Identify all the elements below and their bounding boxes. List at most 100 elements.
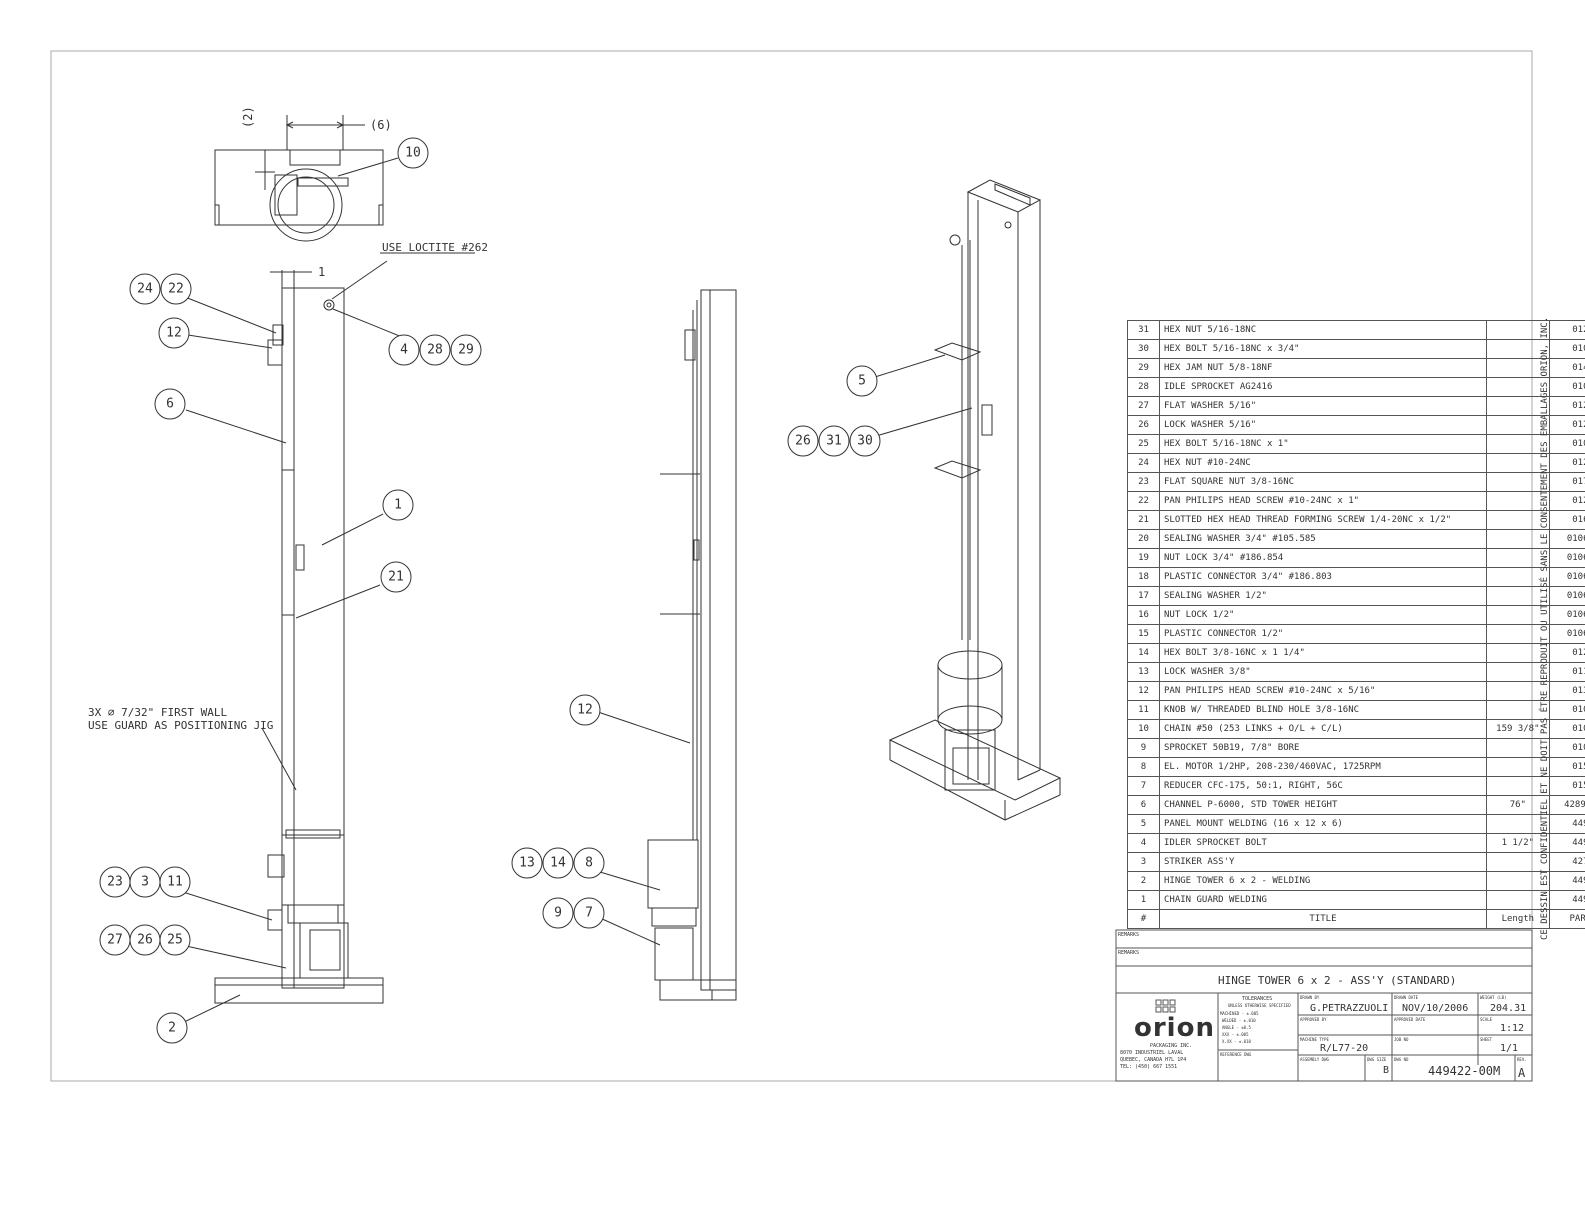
bom-item-title: HEX NUT 5/16-18NC	[1159, 320, 1487, 340]
bom-item-title: REDUCER CFC-175, 50:1, RIGHT, 56C	[1159, 776, 1487, 796]
balloon-25	[159, 924, 191, 956]
balloon-30	[849, 425, 881, 457]
balloon-11	[159, 866, 191, 898]
callout-21: 21	[388, 570, 404, 585]
drawn-by: G.PETRAZZUOLI	[1310, 1003, 1389, 1014]
callout-12a: 12	[166, 326, 182, 341]
balloon-1	[382, 489, 414, 521]
bom-item-part-no: 449571	[1548, 833, 1585, 853]
bom-item-title: CHAIN #50 (253 LINKS + O/L + C/L)	[1159, 719, 1487, 739]
bom-item-title: PLASTIC CONNECTOR 3/4" #186.803	[1159, 567, 1487, 587]
bom-item-number: 10	[1127, 719, 1160, 739]
machine-type: R/L77-20	[1320, 1043, 1369, 1054]
bom-item-number: 19	[1127, 548, 1160, 568]
tolerances-heading: TOLERANCES	[1242, 996, 1273, 1002]
bom-item-part-no: 449585	[1548, 890, 1585, 910]
balloon-9	[542, 897, 574, 929]
bom-item-number: 15	[1127, 624, 1160, 644]
bom-item-title: STRIKER ASS'Y	[1159, 852, 1487, 872]
bom-item-title: PAN PHILIPS HEAD SCREW #10-24NC x 1"	[1159, 491, 1487, 511]
balloon-8	[573, 847, 605, 879]
bom-item-number: 12	[1127, 681, 1160, 701]
bom-item-part-no: 010695-3	[1548, 529, 1585, 549]
callout-2: 2	[168, 1021, 176, 1036]
dwg-size: B	[1383, 1065, 1390, 1076]
bom-item-number: 29	[1127, 358, 1160, 378]
bom-header-part-no: PART NO	[1548, 909, 1585, 929]
remarks-2: REMARKS	[1118, 950, 1140, 956]
bom-item-part-no: 013463	[1548, 681, 1585, 701]
dwg-no: 449422-00M	[1428, 1064, 1501, 1078]
bom-item-part-no: 010650-3	[1548, 586, 1585, 606]
logo-mark	[1155, 999, 1176, 1013]
bom-header-title: TITLE	[1159, 909, 1487, 929]
balloon-7	[573, 897, 605, 929]
bom-item-number: 14	[1127, 643, 1160, 663]
tolerance-4: XXX - ±.005	[1222, 1032, 1249, 1037]
note-loctite: USE LOCTITE #262	[382, 241, 488, 254]
weight: 204.31	[1490, 1003, 1527, 1014]
confidentiality-note: CE DESSIN EST CONFIDENTIEL ET NE DOIT PA…	[1540, 316, 1550, 940]
bom-item-number: 18	[1127, 567, 1160, 587]
bom-item-title: SLOTTED HEX HEAD THREAD FORMING SCREW 1/…	[1159, 510, 1487, 530]
bom-item-title: FLAT SQUARE NUT 3/8-16NC	[1159, 472, 1487, 492]
sheet: 1/1	[1500, 1043, 1519, 1054]
tolerance-2: WELDED - ±.010	[1222, 1018, 1256, 1023]
bom-item-title: CHANNEL P-6000, STD TOWER HEIGHT	[1159, 795, 1487, 815]
balloon-4	[388, 334, 420, 366]
balloon-2	[156, 1012, 188, 1044]
callout-31: 31	[826, 434, 842, 449]
bom-item-part-no: 010235	[1548, 738, 1585, 758]
tolerance-1: MACHINED - ±.005	[1220, 1011, 1259, 1016]
bom-item-number: 3	[1127, 852, 1160, 872]
bom-item-number: 16	[1127, 605, 1160, 625]
bom-item-title: IDLE SPROCKET AG2416	[1159, 377, 1487, 397]
callout-4: 4	[400, 343, 408, 358]
bom-item-title: EL. MOTOR 1/2HP, 208-230/460VAC, 1725RPM	[1159, 757, 1487, 777]
balloon-22	[160, 273, 192, 305]
bom-item-title: HINGE TOWER 6 x 2 - WELDING	[1159, 871, 1487, 891]
bom-item-title: HEX NUT #10-24NC	[1159, 453, 1487, 473]
bom-item-part-no: 012751	[1548, 320, 1585, 340]
bom-item-number: 21	[1127, 510, 1160, 530]
company-line-1: PACKAGING INC.	[1150, 1043, 1193, 1049]
bom-item-part-no: 010092	[1548, 700, 1585, 720]
bom-item-title: SEALING WASHER 1/2"	[1159, 586, 1487, 606]
bom-item-part-no: 015200	[1548, 776, 1585, 796]
callout-29: 29	[458, 343, 474, 358]
bom-item-title: CHAIN GUARD WELDING	[1159, 890, 1487, 910]
callout-9: 9	[554, 906, 562, 921]
tolerances-sub: UNLESS OTHERWISE SPECIFIED	[1228, 1003, 1291, 1008]
bom-item-number: 7	[1127, 776, 1160, 796]
bom-item-number: 30	[1127, 339, 1160, 359]
balloon-6	[154, 388, 186, 420]
bom-item-title: PANEL MOUNT WELDING (16 x 12 x 6)	[1159, 814, 1487, 834]
bom-item-part-no: 016142	[1548, 510, 1585, 530]
bom-item-title: LOCK WASHER 3/8"	[1159, 662, 1487, 682]
job-no-label: JOB NO	[1394, 1037, 1409, 1042]
dwg-no-label: DWG NO	[1394, 1057, 1409, 1062]
bom-item-part-no: 010695-2	[1548, 548, 1585, 568]
balloon-24	[129, 273, 161, 305]
note-hole-2: USE GUARD AS POSITIONING JIG	[88, 719, 273, 732]
bom-item-number: 5	[1127, 814, 1160, 834]
reference-dwg-label: REFERENCE DWG	[1220, 1052, 1252, 1057]
bom-item-number: 22	[1127, 491, 1160, 511]
bom-item-title: PLASTIC CONNECTOR 1/2"	[1159, 624, 1487, 644]
bom-item-part-no: 010316	[1548, 434, 1585, 454]
bom-item-title: SEALING WASHER 3/4" #105.585	[1159, 529, 1487, 549]
